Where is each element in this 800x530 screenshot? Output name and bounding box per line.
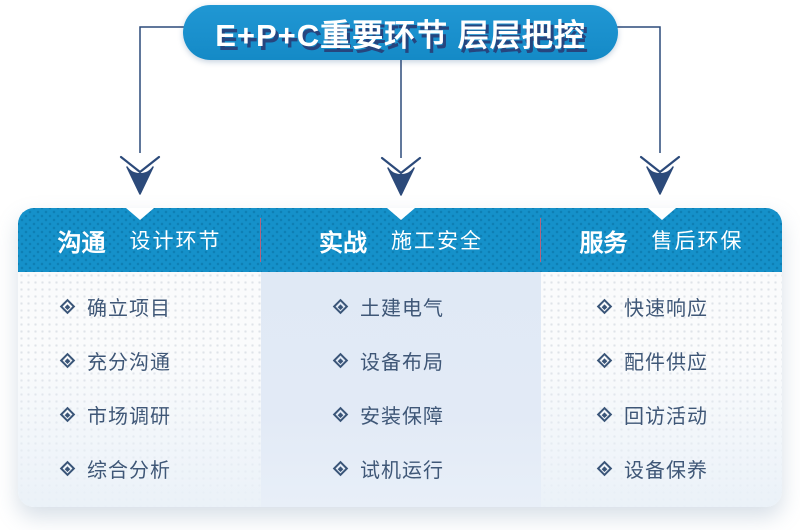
column-header-practice: 实战 施工安全 [261,208,541,272]
column-practice: 实战 施工安全 土建电气 设备布局 安装保障 试机运行 [261,208,541,507]
list-item-label: 充分沟通 [87,352,171,375]
list-item-label: 配件供应 [624,352,708,375]
list-item: 设备保养 [596,454,782,483]
diamond-bullet-icon [59,406,76,423]
list-item: 充分沟通 [59,346,261,375]
list-item: 配件供应 [596,346,782,375]
list-item-label: 土建电气 [360,298,444,321]
diamond-bullet-icon [596,406,613,423]
list-item-label: 快速响应 [624,298,708,321]
list-item: 设备布局 [332,346,541,375]
diamond-bullet-icon [59,460,76,476]
list-item-label: 设备布局 [360,352,444,375]
list-item-label: 安装保障 [360,405,444,428]
list-item: 综合分析 [59,454,261,483]
list-item: 安装保障 [332,400,541,429]
column-body: 土建电气 设备布局 安装保障 试机运行 [261,272,541,507]
connector-line-right [617,26,661,153]
list-item: 快速响应 [596,292,782,321]
list-item: 确立项目 [59,292,261,321]
connector-line-left [139,26,184,153]
process-card: 沟通 设计环节 确立项目 充分沟通 市场调研 综合分析 [18,208,782,507]
header-subtitle: 售后环保 [651,230,744,253]
header-subtitle: 设计环节 [129,230,222,253]
header-divider [260,218,261,262]
list-item: 回访活动 [596,400,782,429]
list-item: 试机运行 [332,454,541,483]
column-header-service: 服务 售后环保 [541,208,782,272]
list-item-label: 市场调研 [87,405,171,428]
header-keyword: 服务 [579,229,628,257]
diamond-bullet-icon [332,299,349,315]
list-item-label: 综合分析 [87,459,171,482]
header-subtitle: 施工安全 [391,230,483,253]
list-item-label: 试机运行 [360,459,444,482]
column-body: 确立项目 充分沟通 市场调研 综合分析 [18,272,261,507]
diamond-bullet-icon [596,299,613,315]
column-body: 快速响应 配件供应 回访活动 设备保养 [541,272,782,507]
header-notch [647,208,676,220]
header-notch [387,208,415,220]
diamond-bullet-icon [59,299,76,315]
header-keyword: 实战 [319,229,367,257]
diamond-bullet-icon [596,352,613,369]
header-keyword: 沟通 [57,229,106,257]
title-banner: E+P+C重要环节 层层把控 [183,5,618,60]
diamond-bullet-icon [332,406,349,423]
list-item: 土建电气 [332,292,541,321]
header-notch [125,208,154,220]
column-communication: 沟通 设计环节 确立项目 充分沟通 市场调研 综合分析 [18,208,261,507]
double-chevron-down-icon [380,156,422,196]
double-chevron-down-icon [119,155,161,195]
diamond-bullet-icon [59,352,76,369]
diamond-bullet-icon [332,352,349,369]
page-title: E+P+C重要环节 层层把控 [215,18,586,53]
list-item-label: 确立项目 [87,298,171,321]
list-item-label: 设备保养 [624,459,708,482]
list-item-label: 回访活动 [624,405,708,428]
diamond-bullet-icon [332,460,349,476]
column-service: 服务 售后环保 快速响应 配件供应 回访活动 设备保养 [541,208,782,507]
column-header-communication: 沟通 设计环节 [18,208,261,272]
list-item: 市场调研 [59,400,261,429]
header-divider [540,218,541,262]
diamond-bullet-icon [596,460,613,476]
double-chevron-down-icon [639,155,681,195]
